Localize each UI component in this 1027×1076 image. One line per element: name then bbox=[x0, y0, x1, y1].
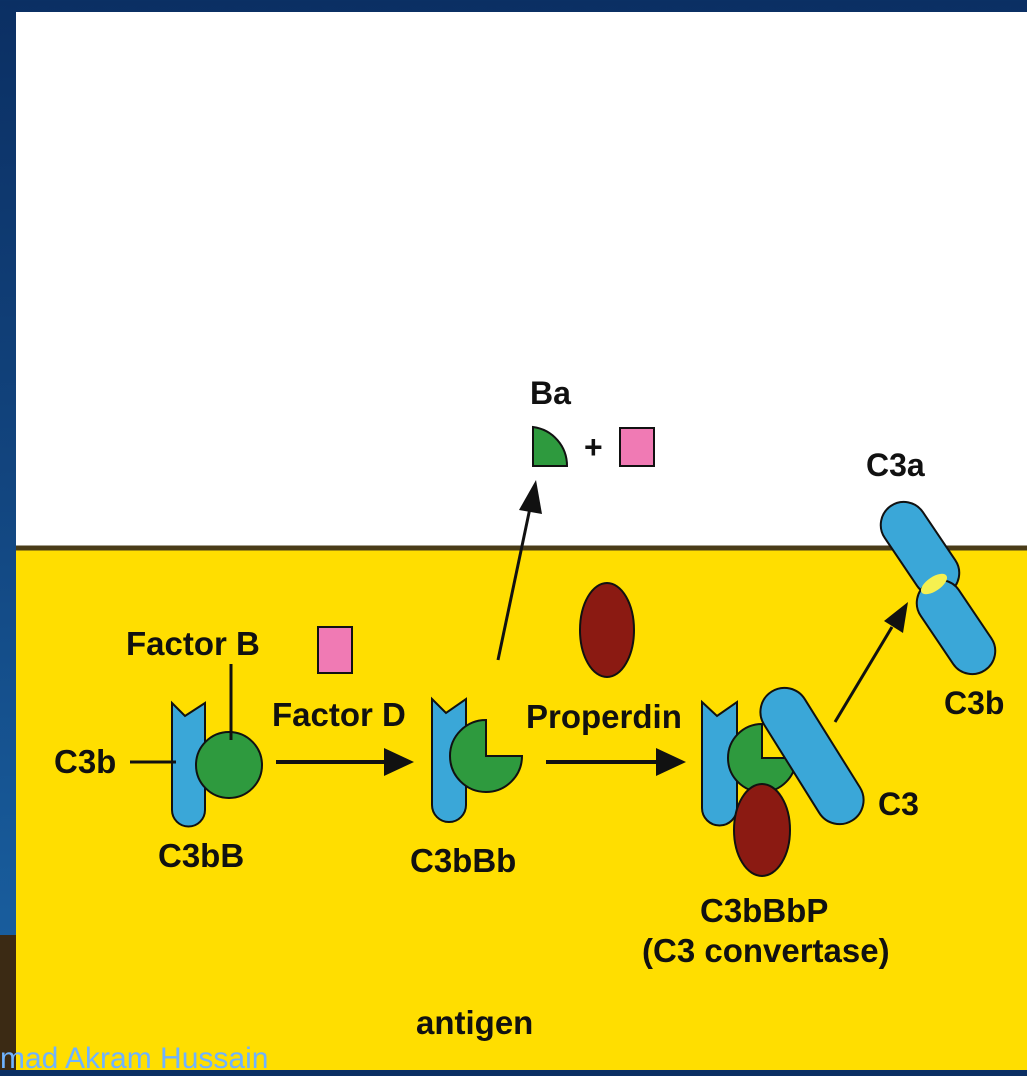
arrow-properdin bbox=[546, 748, 686, 776]
c3bbbp-label: C3bBbP bbox=[700, 892, 828, 929]
arrow-factor-d bbox=[276, 748, 414, 776]
c3bb-blue-c3b bbox=[171, 700, 206, 828]
c3-capsule-substrate bbox=[759, 686, 865, 826]
c3bbbp-properdin-oval bbox=[733, 783, 791, 877]
c3bbb-green-bb bbox=[449, 718, 524, 793]
properdin-oval bbox=[579, 582, 635, 678]
factor-d-pink-square bbox=[317, 626, 353, 674]
c3b-label-left: C3b bbox=[54, 743, 116, 780]
c3bbbp-green-bb bbox=[727, 722, 798, 793]
corner-ornament bbox=[0, 935, 16, 1070]
author-credit-text: mad Akram Hussain bbox=[0, 1042, 269, 1075]
plus-sign: + bbox=[584, 429, 603, 465]
arrow-c3-cleavage bbox=[833, 602, 908, 723]
c3bbb-label: C3bBb bbox=[410, 842, 516, 879]
ba-fragment-shape bbox=[532, 425, 569, 467]
c3bb-label: C3bB bbox=[158, 837, 244, 874]
properdin-label: Properdin bbox=[526, 698, 682, 735]
c3a-label: C3a bbox=[866, 447, 925, 483]
c3b-label-right: C3b bbox=[944, 685, 1004, 721]
factor-b-label: Factor B bbox=[126, 625, 260, 662]
c3-cleavage-site bbox=[920, 573, 948, 595]
ba-pink-fragment bbox=[619, 427, 655, 467]
c3-convertase-label: (C3 convertase) bbox=[642, 932, 890, 969]
c3-label: C3 bbox=[878, 786, 919, 822]
c3bb-green-factor-b bbox=[195, 731, 263, 799]
c3bbb-blue-c3b bbox=[431, 696, 467, 823]
ba-label: Ba bbox=[530, 375, 571, 411]
fluid-phase-panel bbox=[16, 12, 1027, 548]
factor-d-label: Factor D bbox=[272, 696, 406, 733]
antigen-label: antigen bbox=[416, 1004, 533, 1041]
arrow-ba-release bbox=[496, 480, 542, 661]
